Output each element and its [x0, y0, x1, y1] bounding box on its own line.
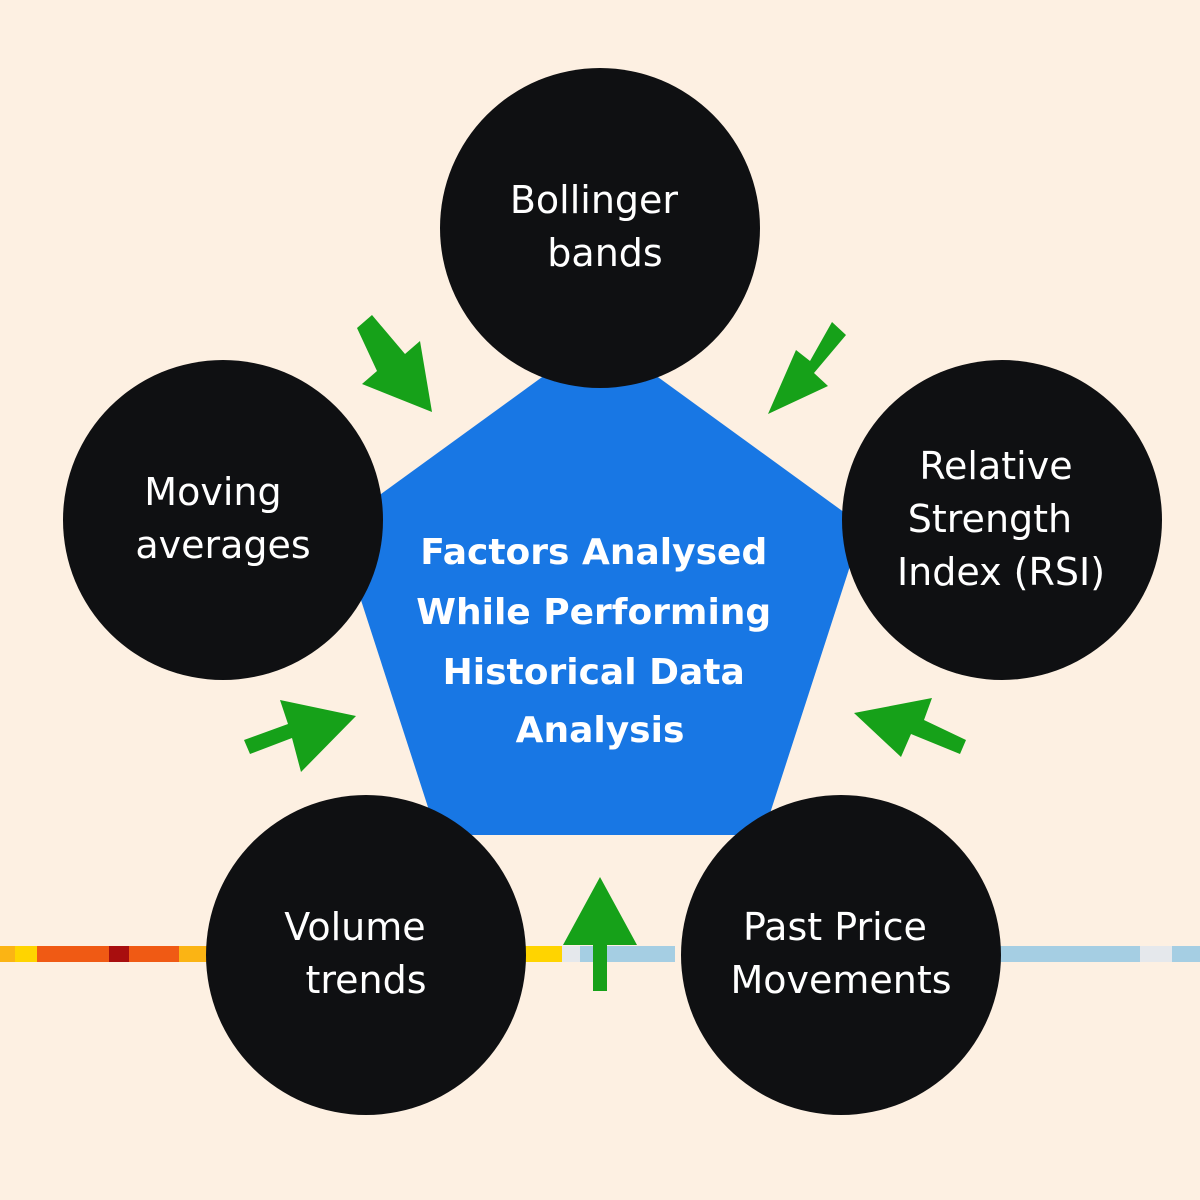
svg-text:Bollinger bands: Bollinger bands [510, 178, 690, 275]
node-label-line: Past Price [743, 905, 927, 949]
node-volume-trends: Volume trends [206, 795, 526, 1115]
center-pentagon [337, 335, 863, 835]
node-label-line: Volume [284, 905, 425, 949]
center-title-line: Factors Analysed [420, 532, 767, 573]
arrow-top-right [768, 322, 846, 414]
node-label-line: Index (RSI) [897, 550, 1105, 594]
node-moving-averages: Moving averages [63, 360, 383, 680]
node-label-line: trends [305, 958, 426, 1002]
arrow-left [244, 700, 356, 772]
node-past-price-movements: Past Price Movements [681, 795, 1001, 1115]
center-title-line: Analysis [516, 710, 685, 751]
svg-text:Volume trends: Volume trends [284, 905, 437, 1002]
center-title-line: While Performing [416, 592, 771, 633]
arrow-top-left [357, 315, 432, 412]
node-label-line: Bollinger [510, 178, 679, 222]
node-label-line: Strength [908, 497, 1072, 541]
arrow-bottom [563, 877, 637, 991]
node-label-line: bands [547, 231, 662, 275]
node-rsi: Relative Strength Index (RSI) [842, 360, 1162, 680]
node-label-line: averages [135, 523, 310, 567]
node-label-line: Movements [730, 958, 951, 1002]
node-label-line: Relative [919, 444, 1072, 488]
node-bollinger-bands: Bollinger bands [440, 68, 760, 388]
svg-text:Past Price Movements: Past Price Movements [730, 905, 951, 1002]
node-label-line: Moving [144, 470, 281, 514]
center-title-line: Historical Data [443, 652, 745, 693]
arrows [244, 315, 966, 991]
center-title: Factors Analysed While Performing Histor… [416, 532, 783, 751]
arrow-right [854, 698, 966, 757]
svg-text:Relative Strength: Relative Strength Index (RSI) [897, 444, 1105, 594]
svg-text:Moving averages: Moving averages [135, 470, 310, 567]
